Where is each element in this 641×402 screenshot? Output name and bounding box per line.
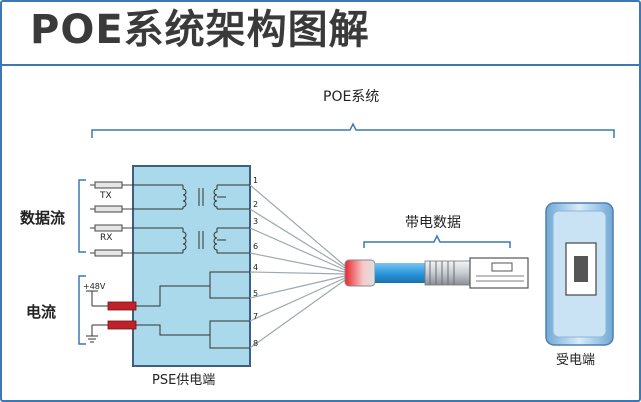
pin-label: 7	[253, 312, 259, 321]
title-divider	[0, 64, 641, 66]
resistors	[107, 301, 137, 330]
page-title: POE系统架构图解	[30, 7, 370, 53]
power-circuit	[86, 271, 250, 349]
current-bracket	[78, 275, 86, 345]
pin-label: 6	[253, 242, 259, 251]
pse-label: PSE供电端	[152, 373, 216, 388]
pin-label: 3	[253, 217, 259, 226]
powered-device-label: 受电端	[556, 353, 596, 368]
pin-label: 4	[253, 263, 259, 272]
tx-label: TX	[100, 191, 112, 201]
data-stream-label: 数据流	[20, 209, 66, 227]
transformer-tx	[133, 184, 250, 210]
data-input-wires	[90, 181, 133, 257]
pin-label: 2	[253, 200, 259, 209]
fanout-wires	[249, 184, 346, 349]
pin-label: 5	[253, 289, 259, 298]
poe-system-bracket	[91, 122, 615, 138]
data-with-power-label: 带电数据	[405, 215, 461, 231]
pse-box	[132, 165, 251, 367]
pin-label: 8	[253, 339, 259, 348]
data-with-power-bracket	[363, 234, 511, 248]
poe-system-label: POE系统	[323, 89, 380, 105]
powered-device	[545, 202, 614, 346]
ethernet-cable	[344, 257, 529, 289]
voltage-label: +48V	[83, 282, 106, 291]
data-stream-bracket	[78, 179, 86, 253]
transformer-rx	[133, 227, 250, 254]
current-label: 电流	[26, 303, 57, 321]
pin-label: 1	[253, 176, 259, 185]
rx-label: RX	[100, 233, 113, 243]
